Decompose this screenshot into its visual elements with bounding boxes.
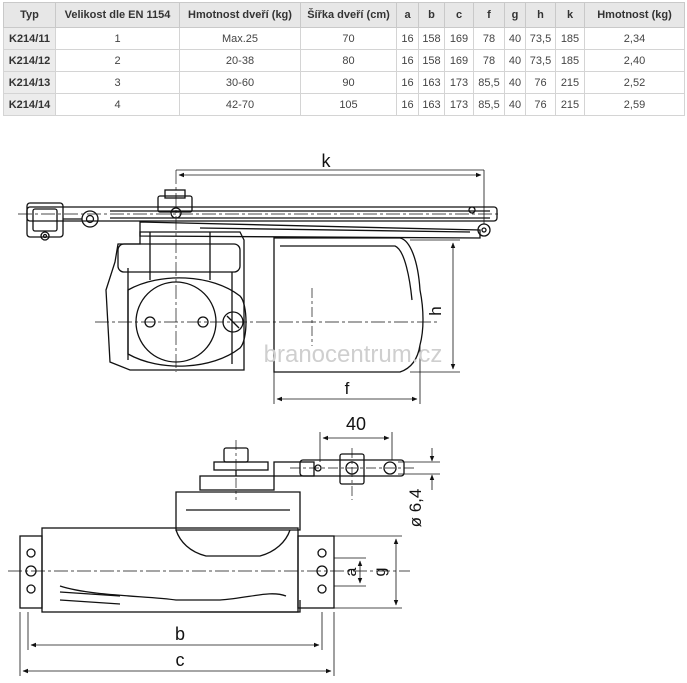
cell: 2,34 [584,27,685,50]
cell: 40 [504,49,526,72]
cell: 70 [300,27,397,50]
table-row: K214/11 1 Max.25 70 16 158 169 78 40 73,… [3,27,685,50]
cell: 3 [55,71,180,94]
cell: 105 [300,93,397,116]
watermark: branocentrum.cz [264,341,443,368]
cell: 16 [396,93,419,116]
dim-label-h: h [426,306,445,315]
cell: 2,59 [584,93,685,116]
cell: 4 [55,93,180,116]
dim-label-a: a [343,567,360,576]
table-row: K214/13 3 30-60 90 16 163 173 85,5 40 76… [3,71,685,94]
header-c: c [444,2,474,28]
header-a: a [396,2,419,28]
cell-typ: K214/13 [3,71,56,94]
dim-label-k: k [322,151,332,171]
header-hmotnost-dveri: Hmotnost dveří (kg) [179,2,301,28]
cell: 2,40 [584,49,685,72]
cell: 30-60 [179,71,301,94]
cell: 78 [473,27,505,50]
cell: 76 [525,93,556,116]
dim-label-40: 40 [346,414,366,434]
cell: 2 [55,49,180,72]
top-view-dimensions [176,169,485,404]
cell: 158 [418,27,445,50]
cell: Max.25 [179,27,301,50]
cell: 163 [418,71,445,94]
header-sirka-dveri: Šířka dveří (cm) [300,2,397,28]
table-header-row: Typ Velikost dle EN 1154 Hmotnost dveří … [3,2,685,28]
cell: 1 [55,27,180,50]
header-hmotnost: Hmotnost (kg) [584,2,685,28]
cell: 173 [444,93,474,116]
cell: 73,5 [525,27,556,50]
spec-table: Typ Velikost dle EN 1154 Hmotnost dveří … [3,2,685,116]
cell: 85,5 [473,71,505,94]
header-f: f [473,2,505,28]
dim-label-b: b [175,624,185,644]
header-k: k [555,2,585,28]
cell: 80 [300,49,397,72]
dim-label-f: f [345,379,350,398]
cell-typ: K214/11 [3,27,56,50]
side-view-dimensions [19,432,440,676]
header-g: g [504,2,526,28]
cell: 169 [444,49,474,72]
cell: 173 [444,71,474,94]
dim-label-c: c [176,650,185,670]
header-velikost: Velikost dle EN 1154 [55,2,180,28]
cell: 40 [504,71,526,94]
cell-typ: K214/12 [3,49,56,72]
dim-label-g: g [372,568,389,577]
cell: 73,5 [525,49,556,72]
cell: 42-70 [179,93,301,116]
cell: 90 [300,71,397,94]
cell: 163 [418,93,445,116]
side-view [8,440,416,613]
header-h: h [525,2,556,28]
cell: 169 [444,27,474,50]
cell: 185 [555,49,585,72]
cell: 215 [555,71,585,94]
cell: 78 [473,49,505,72]
top-view [18,170,500,373]
cell: 40 [504,93,526,116]
cell: 16 [396,27,419,50]
dim-label-diameter: ø 6,4 [406,489,425,528]
cell: 185 [555,27,585,50]
header-typ: Typ [3,2,56,28]
table-row: K214/12 2 20-38 80 16 158 169 78 40 73,5… [3,49,685,72]
header-b: b [418,2,445,28]
cell-typ: K214/14 [3,93,56,116]
cell: 16 [396,49,419,72]
cell: 16 [396,71,419,94]
cell: 20-38 [179,49,301,72]
table-row: K214/14 4 42-70 105 16 163 173 85,5 40 7… [3,93,685,116]
cell: 76 [525,71,556,94]
cell: 215 [555,93,585,116]
cell: 40 [504,27,526,50]
cell: 2,52 [584,71,685,94]
cell: 158 [418,49,445,72]
cell: 85,5 [473,93,505,116]
